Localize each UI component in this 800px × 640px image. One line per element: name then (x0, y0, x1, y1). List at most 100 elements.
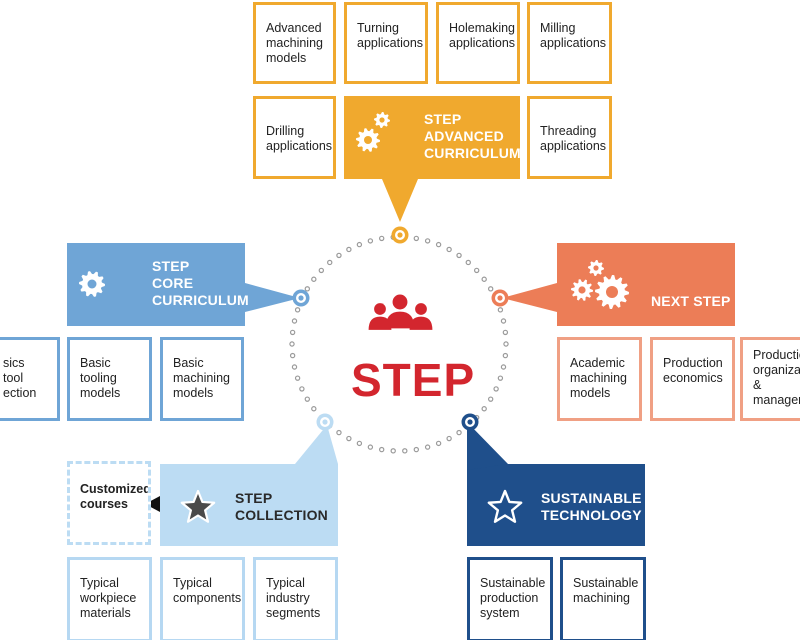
ring-dot (294, 375, 301, 381)
ring-dot (304, 286, 311, 292)
ring-dot (465, 259, 471, 266)
header-collection (160, 464, 338, 546)
ring-dot (299, 386, 305, 392)
node-advanced-dot (397, 232, 403, 238)
center-title: STEP (351, 354, 476, 406)
header-core (67, 243, 300, 326)
ring-dot (311, 406, 317, 412)
ring-dot (291, 318, 298, 324)
people-icon-right-head (415, 303, 427, 315)
header-advanced (344, 96, 520, 222)
ring-dot (402, 448, 408, 454)
ring-dot (424, 238, 431, 244)
ring-dot (446, 246, 452, 253)
ring-dot (413, 446, 420, 453)
gears-icon-tiny-hole (593, 265, 599, 271)
ring-dot (289, 352, 296, 359)
ring-dot (446, 435, 452, 442)
node-next-dot (497, 295, 503, 301)
title-next-step: NEXT STEP (651, 293, 731, 309)
ring-dot (456, 252, 462, 259)
ring-dot (294, 307, 301, 313)
arrow-to-customized (145, 496, 160, 512)
header-sustainable (467, 464, 645, 546)
ring-dot (487, 396, 494, 402)
ring-dot (311, 276, 317, 282)
ring-dot (473, 267, 480, 274)
ring-dot (367, 444, 374, 450)
gears-icon-medium-hole (578, 286, 586, 294)
ring-dot (378, 235, 385, 242)
box-text: Advanced (266, 21, 322, 35)
ring-dot (318, 267, 325, 274)
box-production-organization-management: Productioorganizat&managem (740, 337, 800, 421)
ring-dot (291, 364, 298, 370)
gears-icon-small-hole (379, 117, 385, 123)
ring-dot (336, 252, 342, 259)
ring-dot (487, 286, 494, 292)
people-icon-right-body (409, 316, 433, 330)
ring-dot (346, 435, 352, 442)
ring-dot (346, 246, 352, 253)
people-icon-body (385, 311, 415, 329)
star-icon-sustainable (487, 489, 523, 523)
gear-icon-hole (87, 279, 97, 289)
ring-dot (289, 341, 295, 347)
ring-dot (493, 386, 499, 392)
node-core-dot (298, 295, 304, 301)
star-icon (180, 489, 216, 523)
ring-dot (413, 235, 420, 242)
ring-dot (502, 352, 509, 359)
ring-dot (500, 318, 507, 324)
ring-dot (502, 329, 509, 336)
node-sustainable-dot (467, 419, 473, 425)
ring-dot (435, 440, 442, 447)
ring-dot (503, 341, 509, 347)
ring-dot (327, 259, 333, 266)
gears-icon-large-hole (606, 286, 618, 298)
ring-dot (500, 364, 507, 370)
ring-dot (497, 375, 504, 381)
header-collection-tail (295, 425, 338, 464)
ring-dot (356, 241, 363, 248)
header-sustainable-tail (467, 422, 508, 470)
gears-icon-hole (364, 136, 372, 144)
ring-dot (378, 446, 385, 453)
people-icon-left-head (374, 303, 386, 315)
ring-dot (367, 238, 374, 244)
ring-dot (424, 444, 431, 450)
ring-dot (456, 429, 462, 436)
ring-dot (336, 429, 342, 436)
ring-dot (304, 396, 311, 402)
ring-dot (481, 406, 487, 412)
ring-dot (390, 448, 396, 454)
people-icon-head (392, 294, 408, 310)
ring-dot (481, 276, 487, 282)
ring-dot (435, 241, 442, 248)
ring-dot (289, 329, 296, 336)
ring-dot (497, 307, 504, 313)
